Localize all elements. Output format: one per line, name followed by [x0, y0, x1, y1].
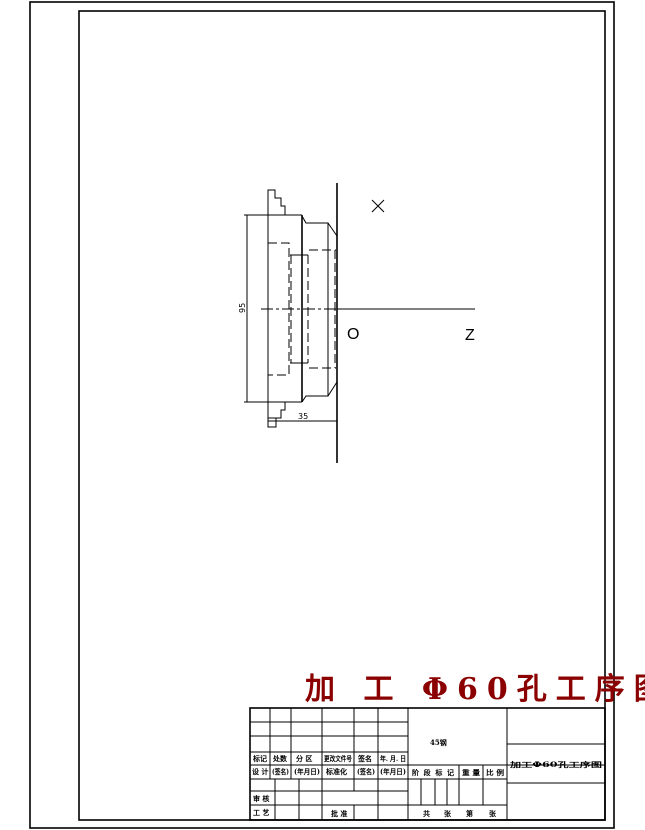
design-signature: (签名)	[272, 767, 289, 776]
part-drawing: 95 35 O Z	[238, 183, 475, 463]
workpiece-outline	[301, 215, 338, 403]
stage-mark-label: 阶 段 标 记	[412, 768, 454, 777]
bore-edge	[290, 254, 308, 364]
header-mark: 标记	[252, 754, 267, 763]
standardization-date: (年月日)	[380, 767, 406, 776]
review-label: 审 核	[253, 794, 269, 803]
x-axis-marker	[371, 199, 385, 213]
drawing-title: 加工Φ60孔工序图	[508, 760, 602, 769]
origin-label: O	[347, 326, 359, 343]
header-signature: 签名	[357, 754, 372, 763]
outer-border	[29, 1, 615, 829]
chuck-base	[267, 417, 277, 428]
grid-rows	[250, 721, 605, 806]
z-axis-label: Z	[465, 327, 475, 344]
process-label: 工 艺	[253, 808, 269, 817]
dim-95-label: 95	[238, 303, 247, 313]
hidden-bore-2	[309, 249, 336, 369]
sheet-total-suffix: 张	[444, 809, 452, 818]
header-zone: 分 区	[296, 754, 312, 763]
grid-columns	[269, 708, 508, 820]
header-date: 年. 月. 日	[380, 754, 406, 763]
approve-label: 批 准	[331, 809, 347, 818]
title-block: 标记 处数 分 区 更改文件号 签名 年. 月. 日 设 计 (签名) (年月日…	[249, 707, 606, 821]
header-count: 处数	[272, 754, 288, 763]
weight-label: 重 量	[462, 768, 480, 777]
header-change-doc: 更改文件号	[324, 754, 352, 763]
hidden-bore-1	[268, 242, 290, 376]
scale-label: 比 例	[486, 768, 504, 777]
sheet-number-prefix: 第	[466, 809, 473, 818]
material: 45钢	[430, 738, 447, 747]
sheet-total-prefix: 共	[423, 809, 430, 818]
chuck-jaw	[267, 189, 286, 428]
dim-35-label: 35	[298, 412, 308, 421]
sheet-number-suffix: 张	[489, 809, 497, 818]
design-label: 设 计	[252, 767, 268, 776]
standardization-label: 标准化	[325, 767, 347, 776]
design-date: (年月日)	[294, 767, 320, 776]
title-block-frame	[249, 707, 606, 821]
standardization-signature: (签名)	[357, 767, 375, 776]
watermark-text: 加 工 Φ60孔工序图	[305, 672, 645, 707]
